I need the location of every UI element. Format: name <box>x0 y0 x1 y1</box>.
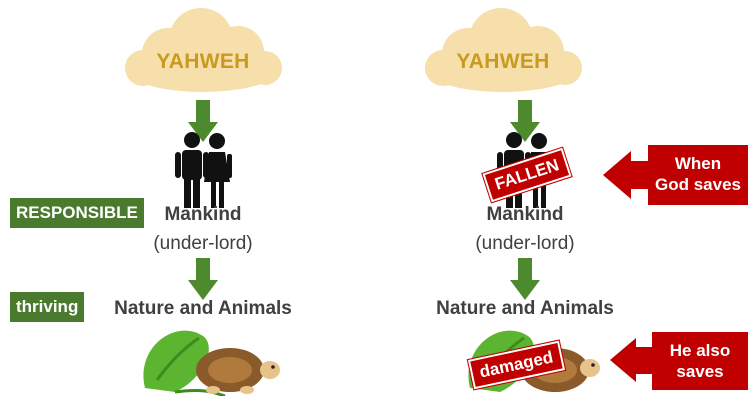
left-nature-label: Nature and Animals <box>83 298 323 320</box>
when-god-saves-callout: When God saves <box>603 145 748 205</box>
left-god-label: YAHWEH <box>123 50 283 74</box>
he-also-line: He also <box>652 340 748 361</box>
he-also-saves-callout: He also saves <box>610 332 748 392</box>
right-mankind-label: Mankind <box>435 204 615 226</box>
right-god-label: YAHWEH <box>423 50 583 74</box>
left-mankind-label: Mankind <box>113 204 293 226</box>
left-arrow-down-icon-2 <box>188 258 218 300</box>
right-nature-label: Nature and Animals <box>405 298 645 320</box>
thriving-tag: thriving <box>10 292 84 322</box>
right-arrow-down-icon-2 <box>510 258 540 300</box>
saves-line: saves <box>652 361 748 382</box>
when-line: When <box>648 153 748 174</box>
god-saves-line: God saves <box>648 174 748 195</box>
left-leaf-turtle-icon <box>135 318 285 396</box>
left-people-icon <box>172 130 236 210</box>
left-underlord-label: (under-lord) <box>113 233 293 255</box>
right-underlord-label: (under-lord) <box>435 233 615 255</box>
